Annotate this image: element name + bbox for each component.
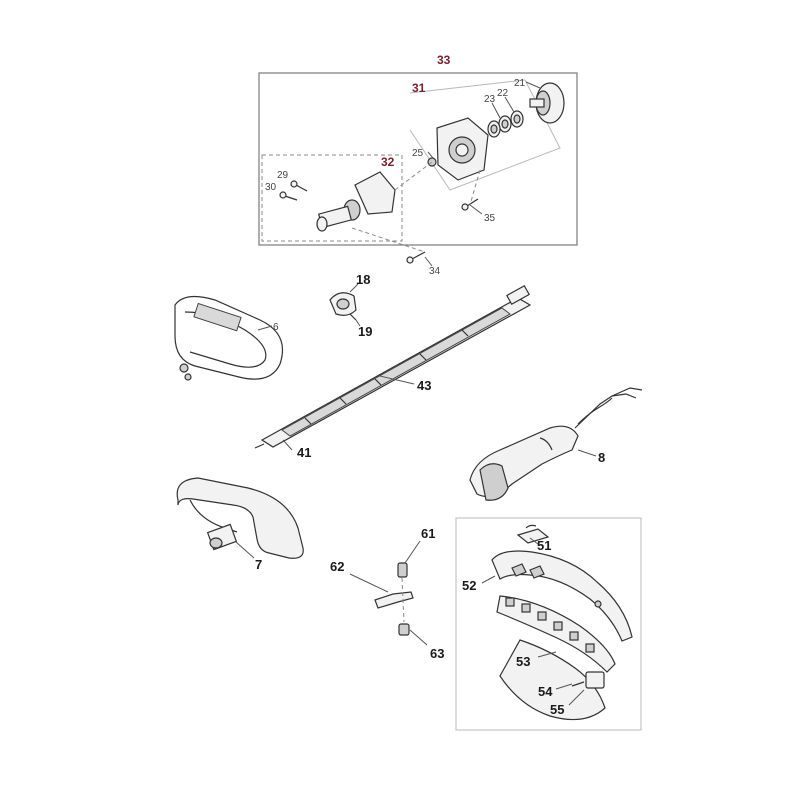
leader-54 — [555, 683, 573, 690]
leader-19 — [355, 319, 361, 327]
label-31: 31 — [412, 81, 426, 95]
guard-clip[interactable] — [516, 524, 550, 544]
label-35: 35 — [484, 213, 496, 224]
guard-assembly-group: 51 52 53 54 55 — [455, 517, 642, 731]
label-63: 63 — [430, 646, 444, 661]
label-29: 29 — [277, 170, 289, 181]
label-30: 30 — [265, 182, 277, 193]
assembly-32-frame — [261, 154, 403, 242]
label-41: 41 — [297, 445, 311, 460]
label-43: 43 — [417, 378, 431, 393]
bearing-set[interactable] — [487, 110, 524, 138]
label-18: 18 — [356, 272, 370, 287]
gear-housing[interactable] — [427, 117, 489, 181]
label-34: 34 — [429, 266, 441, 277]
clutch-drum[interactable] — [529, 82, 565, 124]
leader-61 — [404, 540, 421, 564]
label-54: 54 — [538, 684, 553, 699]
leader-55 — [568, 689, 585, 706]
label-32: 32 — [381, 155, 395, 169]
leader-21 — [525, 81, 541, 89]
leader-8 — [577, 449, 597, 457]
guide-line — [469, 169, 481, 206]
leader-22 — [504, 96, 515, 113]
guard-group-frame — [455, 517, 642, 731]
leader-6 — [257, 325, 273, 331]
leader-25 — [427, 151, 434, 159]
leader-18 — [349, 283, 359, 293]
assembly-33-frame — [258, 72, 578, 246]
guard-bracket[interactable] — [374, 562, 414, 636]
shoulder-harness[interactable] — [174, 295, 284, 381]
loop-handle[interactable] — [176, 477, 304, 559]
label-6: 6 — [273, 322, 279, 333]
label-23: 23 — [484, 94, 496, 105]
label-25: 25 — [412, 148, 424, 159]
label-8: 8 — [598, 450, 605, 465]
label-22: 22 — [497, 88, 509, 99]
upper-guard[interactable] — [491, 550, 633, 642]
label-19: 19 — [358, 324, 372, 339]
screws[interactable] — [279, 180, 479, 264]
leader-41 — [282, 439, 293, 451]
gearbox-assembly-group: 33 31 32 21 22 23 25 29 30 35 34 — [258, 53, 578, 277]
label-55: 55 — [550, 702, 564, 717]
label-52: 52 — [462, 578, 476, 593]
leader-53 — [537, 651, 557, 658]
leader-52 — [481, 575, 496, 584]
leader-63 — [409, 629, 428, 646]
label-61: 61 — [421, 526, 435, 541]
leader-35 — [469, 204, 483, 215]
drive-shaft[interactable] — [254, 284, 532, 449]
lower-guard[interactable] — [496, 595, 616, 721]
leader-51 — [529, 537, 539, 545]
guide-line — [394, 161, 433, 191]
throttle-handle[interactable] — [469, 387, 643, 501]
leader-7 — [235, 541, 255, 559]
label-62: 62 — [330, 559, 344, 574]
shaft-clamp[interactable] — [329, 292, 357, 321]
label-53: 53 — [516, 654, 530, 669]
leader-43 — [379, 375, 415, 385]
leader-34 — [424, 256, 433, 267]
label-21: 21 — [514, 78, 526, 89]
leader-23 — [491, 102, 501, 119]
guide-line — [351, 227, 426, 253]
label-33: 33 — [437, 53, 451, 67]
label-51: 51 — [537, 538, 551, 553]
shaft-adapter[interactable] — [316, 171, 396, 232]
leader-62 — [349, 573, 389, 593]
assembly-31-frame — [409, 79, 561, 191]
line-cutter-blade[interactable] — [571, 671, 605, 689]
label-7: 7 — [255, 557, 262, 572]
